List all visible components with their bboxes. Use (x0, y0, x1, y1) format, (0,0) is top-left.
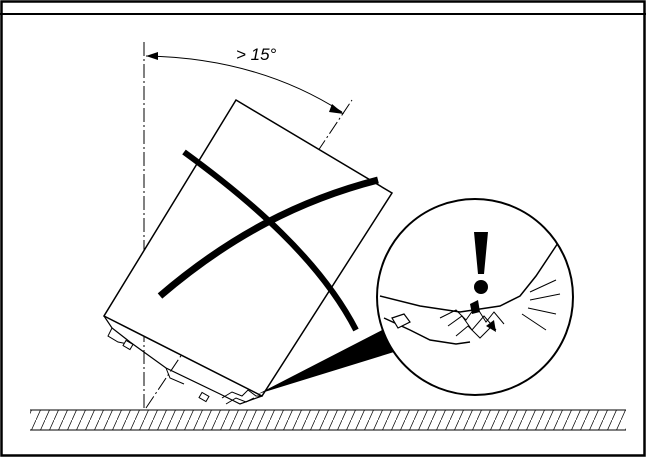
foot-right (198, 391, 210, 403)
detail-foot (391, 313, 411, 329)
floor (30, 409, 626, 431)
exclamation-icon (474, 232, 488, 294)
arc-arrowhead-left (146, 52, 158, 60)
cross-out-icon (157, 149, 379, 332)
angle-label: > 15° (236, 45, 277, 64)
angle-arc (145, 52, 344, 114)
detail-appliance-edge (379, 239, 561, 313)
breakage-detail-icon (439, 300, 505, 339)
foot-left (122, 339, 134, 351)
callout-pointer (258, 328, 394, 394)
impact-lines (521, 279, 561, 331)
crushed-corner (221, 389, 262, 399)
damage-detail-callout (376, 198, 574, 396)
arc-arrowhead-right (329, 104, 344, 114)
tilted-appliance (102, 98, 394, 405)
